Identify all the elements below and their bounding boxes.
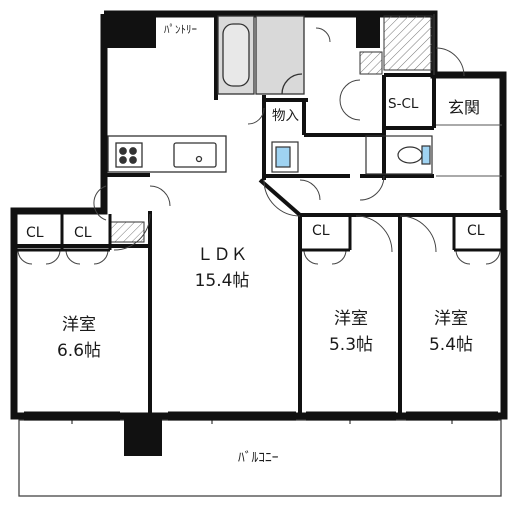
room-left-label: 洋室 6.6帖 xyxy=(46,312,112,365)
doors xyxy=(93,14,465,253)
room-left-size: 6.6帖 xyxy=(56,341,102,362)
room-left-name: 洋室 xyxy=(62,315,96,335)
closet-partitions xyxy=(14,214,504,252)
shelving xyxy=(109,15,433,243)
storage-label: 物入 xyxy=(272,108,299,124)
room-right-label: 洋室 5.4帖 xyxy=(418,306,484,359)
entrance-label: 玄関 xyxy=(448,98,481,117)
ldk-size: 15.4帖 xyxy=(194,271,250,292)
room-mid-size: 5.3帖 xyxy=(328,335,374,356)
interior-walls xyxy=(14,14,504,416)
closet-label-2: CL xyxy=(74,225,92,241)
pantry-label: ﾊﾟﾝﾄﾘｰ xyxy=(164,23,197,36)
room-right-name: 洋室 xyxy=(434,309,468,329)
s-cl-label: S-CL xyxy=(388,96,419,112)
closet-label-3: CL xyxy=(312,223,330,239)
windows xyxy=(24,411,498,424)
toilet xyxy=(365,135,433,175)
closet-label-1: CL xyxy=(26,225,44,241)
balcony-label: ﾊﾞﾙｺﾆｰ xyxy=(238,450,279,466)
ldk-label: ＬＤＫ 15.4帖 xyxy=(182,242,262,295)
washbasin xyxy=(271,141,299,173)
room-right-size: 5.4帖 xyxy=(428,335,474,356)
entrance-floor xyxy=(436,124,502,177)
room-mid-label: 洋室 5.3帖 xyxy=(318,306,384,359)
ldk-name: ＬＤＫ xyxy=(196,245,248,265)
bathroom xyxy=(217,15,305,95)
pillars xyxy=(104,14,380,456)
closet-doors xyxy=(17,249,501,265)
room-mid-name: 洋室 xyxy=(334,309,368,329)
closet-label-4: CL xyxy=(467,223,485,239)
kitchen-counter xyxy=(107,135,227,173)
